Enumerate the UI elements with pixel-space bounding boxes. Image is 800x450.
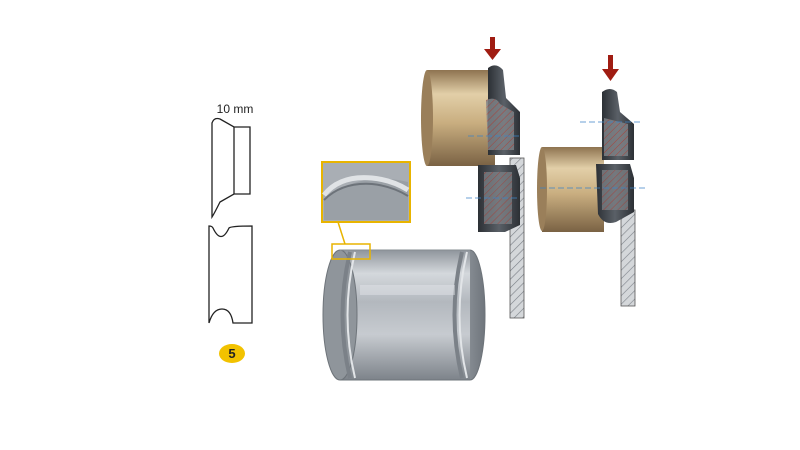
- sleeve-photo: [322, 249, 486, 381]
- profile-upper-piece: [211, 117, 251, 220]
- bead-profile-drawing: [208, 117, 253, 324]
- detail-callout: [321, 161, 411, 260]
- step-number-badge: 5: [219, 344, 245, 363]
- roller-section-stage-2: [537, 89, 648, 307]
- dimension-label: 10 mm: [216, 102, 254, 116]
- profile-lower-piece: [208, 225, 253, 324]
- arrow-down-icon: [602, 55, 619, 81]
- arrow-down-icon: [484, 37, 501, 60]
- roller-section-stage-1: [421, 65, 525, 319]
